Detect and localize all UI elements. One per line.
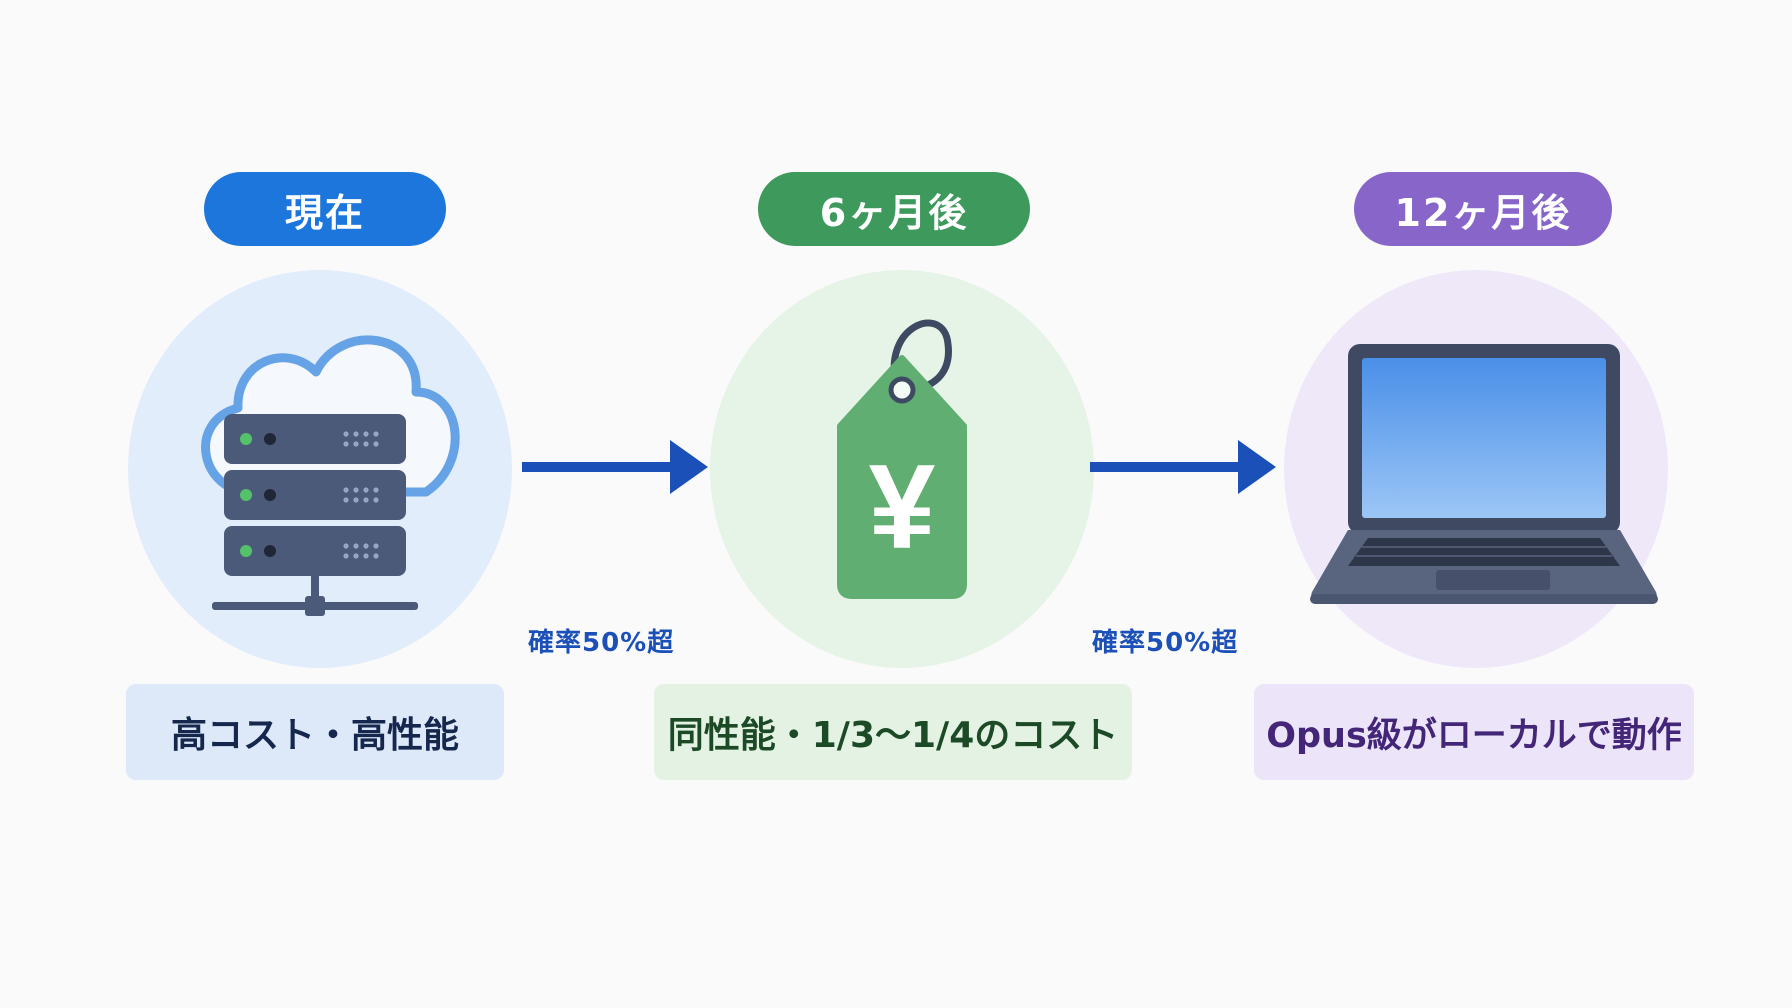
yen-price-tag-icon: ¥ [837,319,967,599]
cloud-server-icon [201,335,460,616]
stage-caption-6-months: 同性能・1/3〜1/4のコスト [654,684,1132,780]
stage-label-12-months: 12ヶ月後 [1354,172,1612,246]
transition-probability-1: 確率50%超 [528,628,675,658]
right-arrow-icon [522,440,708,494]
server-rack [212,414,418,616]
stage-label-current: 現在 [204,172,446,246]
stage-caption-current: 高コスト・高性能 [126,684,504,780]
stage-caption-12-months: Opus級がローカルで動作 [1254,684,1694,780]
yen-symbol: ¥ [869,440,936,574]
right-arrow-icon [1090,440,1276,494]
transition-probability-2: 確率50%超 [1092,628,1239,658]
stage-label-6-months: 6ヶ月後 [758,172,1030,246]
laptop-icon [1310,344,1658,604]
